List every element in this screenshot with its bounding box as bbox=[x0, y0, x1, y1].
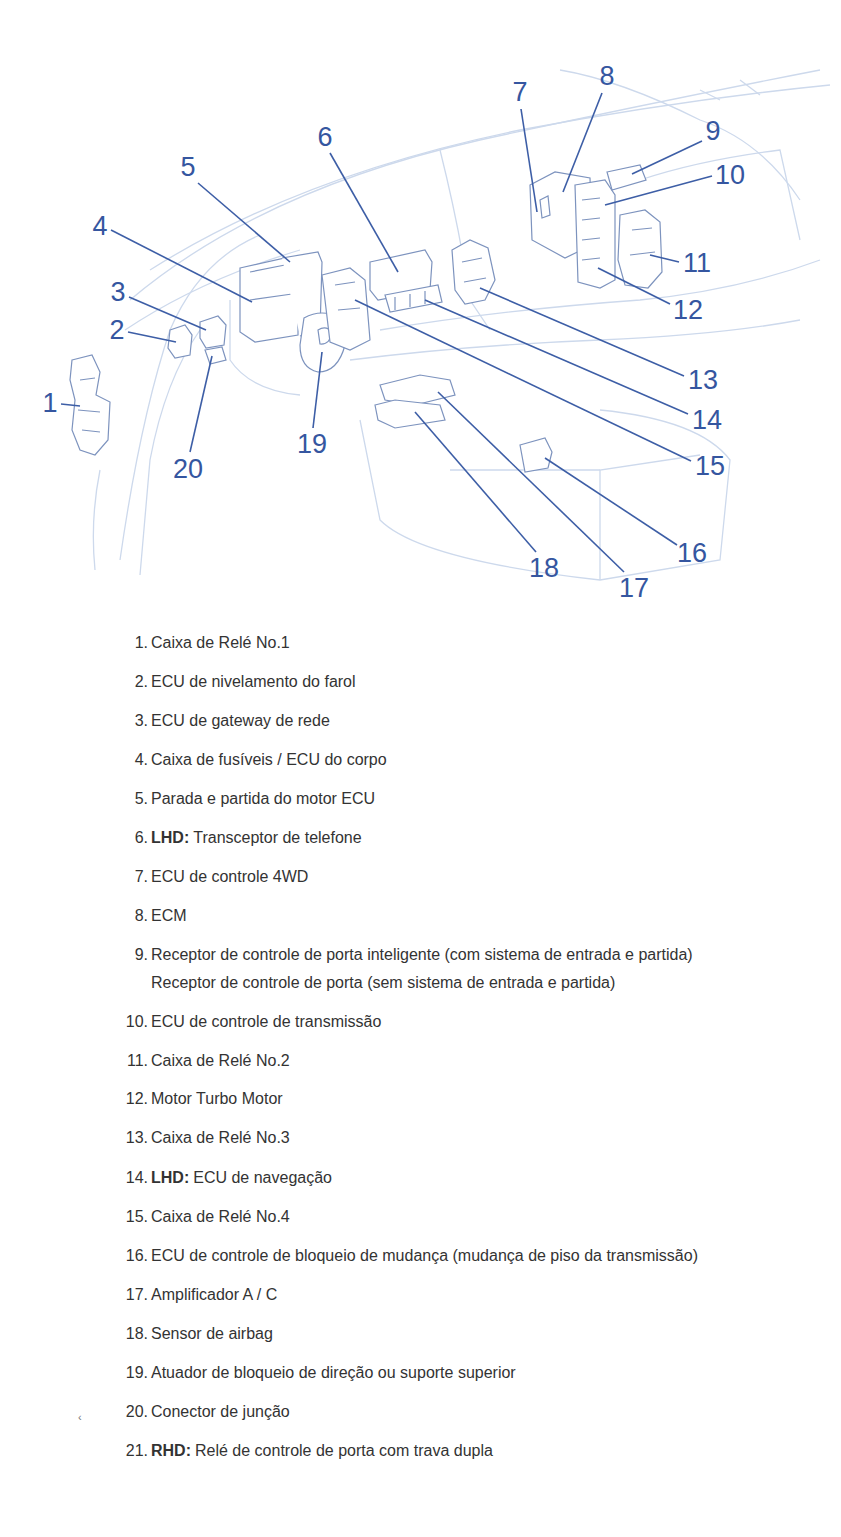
list-number: 21. bbox=[100, 1441, 148, 1461]
list-text: ECU de controle 4WD bbox=[151, 868, 308, 885]
callout-number: 8 bbox=[599, 63, 614, 90]
list-row: ‹ bbox=[78, 1407, 82, 1427]
callout-number: 13 bbox=[688, 367, 718, 394]
callout-number: 18 bbox=[529, 555, 559, 582]
callout-number: 10 bbox=[715, 162, 745, 189]
list-text: Relé de controle de porta com trava dupl… bbox=[195, 1442, 493, 1459]
callout-number: 6 bbox=[317, 124, 332, 151]
list-text: ECM bbox=[151, 907, 187, 924]
list-row: 15.Caixa de Relé No.4 bbox=[100, 1207, 290, 1227]
list-row: 12.Motor Turbo Motor bbox=[100, 1089, 283, 1109]
list-number: 3. bbox=[100, 711, 148, 731]
list-text: Caixa de Relé No.2 bbox=[151, 1052, 290, 1069]
list-row: 17.Amplificador A / C bbox=[100, 1285, 277, 1305]
list-text: Parada e partida do motor ECU bbox=[151, 790, 375, 807]
callout-number: 14 bbox=[692, 407, 722, 434]
list-number: 16. bbox=[100, 1246, 148, 1266]
list-number: 15. bbox=[100, 1207, 148, 1227]
list-row: 1.Caixa de Relé No.1 bbox=[100, 633, 290, 653]
callout-number: 3 bbox=[110, 279, 125, 306]
list-number: 17. bbox=[100, 1285, 148, 1305]
callout-number: 11 bbox=[683, 250, 711, 277]
list-row: 16.ECU de controle de bloqueio de mudanç… bbox=[100, 1246, 698, 1266]
list-number: 12. bbox=[100, 1089, 148, 1109]
list-row: 2.ECU de nivelamento do farol bbox=[100, 672, 356, 692]
list-row: 5.Parada e partida do motor ECU bbox=[100, 789, 375, 809]
callout-number: 20 bbox=[173, 456, 203, 483]
list-row: 20.Conector de junção bbox=[100, 1402, 290, 1422]
callout-number: 2 bbox=[109, 317, 124, 344]
list-number: 4. bbox=[100, 750, 148, 770]
callout-number: 15 bbox=[695, 453, 725, 480]
callout-number: 17 bbox=[619, 575, 649, 602]
list-text: Caixa de Relé No.3 bbox=[151, 1129, 290, 1146]
list-row: 9.Receptor de controle de porta intelige… bbox=[100, 945, 693, 965]
list-text: Conector de junção bbox=[151, 1403, 290, 1420]
drive-side-tag: LHD: bbox=[151, 829, 189, 846]
list-row: 19.Atuador de bloqueio de direção ou sup… bbox=[100, 1363, 516, 1383]
list-text: ECU de controle de transmissão bbox=[151, 1013, 381, 1030]
stray-mark: ‹ bbox=[78, 1411, 82, 1423]
list-row: 7.ECU de controle 4WD bbox=[100, 867, 308, 887]
list-row: 8.ECM bbox=[100, 906, 187, 926]
list-row: 11.Caixa de Relé No.2 bbox=[100, 1051, 290, 1071]
list-number: 11. bbox=[100, 1051, 148, 1071]
list-number: 7. bbox=[100, 867, 148, 887]
drive-side-tag: LHD: bbox=[151, 1169, 189, 1186]
callout-number: 12 bbox=[673, 297, 703, 324]
list-number: 10. bbox=[100, 1012, 148, 1032]
dashboard-illustration bbox=[0, 0, 841, 620]
list-row: Receptor de controle de porta (sem siste… bbox=[100, 973, 615, 993]
list-number: 13. bbox=[100, 1128, 148, 1148]
list-number: 1. bbox=[100, 633, 148, 653]
leader-lines bbox=[61, 93, 712, 572]
list-number: 18. bbox=[100, 1324, 148, 1344]
component-parts bbox=[70, 165, 662, 472]
list-text: Caixa de Relé No.4 bbox=[151, 1208, 290, 1225]
list-number: 5. bbox=[100, 789, 148, 809]
list-text: ECU de controle de bloqueio de mudança (… bbox=[151, 1247, 698, 1264]
list-row: 13.Caixa de Relé No.3 bbox=[100, 1128, 290, 1148]
list-text: Amplificador A / C bbox=[151, 1286, 277, 1303]
list-text: ECU de nivelamento do farol bbox=[151, 673, 356, 690]
list-text: Motor Turbo Motor bbox=[151, 1090, 283, 1107]
list-text: Caixa de fusíveis / ECU do corpo bbox=[151, 751, 387, 768]
list-number: 9. bbox=[100, 945, 148, 965]
list-row: 18.Sensor de airbag bbox=[100, 1324, 273, 1344]
list-number: 20. bbox=[100, 1402, 148, 1422]
list-text: Atuador de bloqueio de direção ou suport… bbox=[151, 1364, 516, 1381]
list-row: 10.ECU de controle de transmissão bbox=[100, 1012, 381, 1032]
list-row: 6.LHD:Transceptor de telefone bbox=[100, 828, 362, 848]
list-text: Receptor de controle de porta (sem siste… bbox=[151, 974, 615, 991]
list-text: Transceptor de telefone bbox=[193, 829, 361, 846]
drive-side-tag: RHD: bbox=[151, 1442, 191, 1459]
list-text: Sensor de airbag bbox=[151, 1325, 273, 1342]
callout-number: 1 bbox=[42, 390, 57, 417]
callout-number: 7 bbox=[512, 79, 527, 106]
list-number: 14. bbox=[100, 1168, 148, 1188]
dashboard-outline bbox=[93, 70, 830, 580]
list-row: 4.Caixa de fusíveis / ECU do corpo bbox=[100, 750, 387, 770]
list-number: 8. bbox=[100, 906, 148, 926]
callout-number: 16 bbox=[677, 540, 707, 567]
list-number: 2. bbox=[100, 672, 148, 692]
list-text: Caixa de Relé No.1 bbox=[151, 634, 290, 651]
list-text: ECU de gateway de rede bbox=[151, 712, 330, 729]
list-number: 19. bbox=[100, 1363, 148, 1383]
callout-number: 5 bbox=[180, 154, 195, 181]
callout-number: 4 bbox=[92, 213, 107, 240]
list-row: 3.ECU de gateway de rede bbox=[100, 711, 330, 731]
list-row: 21.RHD:Relé de controle de porta com tra… bbox=[100, 1441, 493, 1461]
callout-number: 9 bbox=[705, 118, 720, 145]
list-row: 14.LHD:ECU de navegação bbox=[100, 1168, 332, 1188]
list-text: Receptor de controle de porta inteligent… bbox=[151, 946, 693, 963]
callout-number: 19 bbox=[297, 431, 327, 458]
list-number: 6. bbox=[100, 828, 148, 848]
list-text: ECU de navegação bbox=[193, 1169, 332, 1186]
